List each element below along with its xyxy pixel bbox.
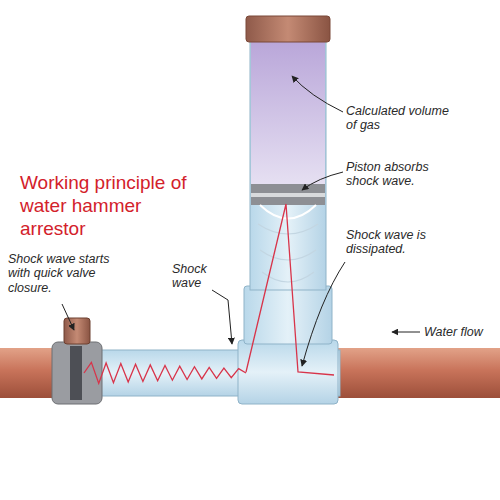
leader-line [292, 76, 343, 112]
copper-pipe [338, 348, 500, 398]
flow-arrow [392, 332, 420, 333]
tee-fitting [238, 340, 338, 404]
leader-line [212, 290, 232, 344]
piston-seal [251, 193, 325, 197]
diagram-title: Working principle of water hammer arrest… [20, 172, 200, 240]
end-cap [246, 16, 330, 42]
flow-label: Water flow [424, 325, 496, 339]
leader-line [302, 262, 345, 366]
callout-label: Calculated volume of gas [346, 104, 456, 133]
piston-dome [260, 205, 316, 219]
callout-label: Piston absorbs shock wave. [346, 160, 456, 189]
piston [251, 197, 325, 205]
shock-wave-path [246, 204, 334, 375]
valve-bonnet [64, 318, 90, 344]
piston [251, 184, 325, 193]
callout-label: Shock wave [172, 262, 222, 291]
gas-chamber [251, 40, 325, 186]
callout-label: Shock wave is dissipated. [346, 228, 456, 257]
leader-line [302, 172, 343, 190]
piston-echo [260, 250, 316, 260]
copper-pipe [0, 348, 60, 398]
shock-wave-line [84, 362, 246, 383]
leader-line [62, 304, 74, 330]
callout-label: Shock wave starts with quick valve closu… [8, 252, 130, 295]
arrestor-cylinder [250, 38, 326, 290]
valve-gate [70, 346, 82, 400]
